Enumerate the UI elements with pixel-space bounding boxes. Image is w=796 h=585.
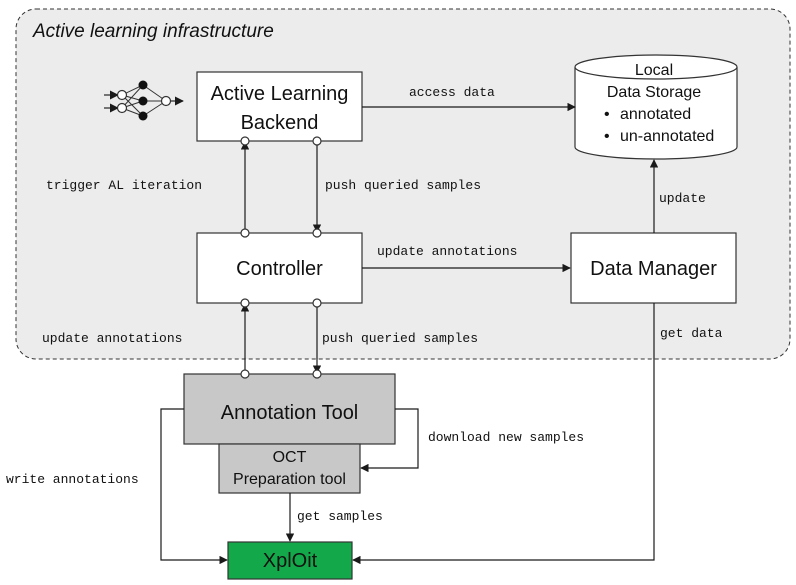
connector-ports (240, 136, 322, 379)
controller-node[interactable]: Controller (196, 232, 363, 304)
edge-label-push-queried-bottom: push queried samples (322, 331, 478, 346)
edge-label-get-data: get data (660, 326, 723, 341)
edge-get-data (352, 303, 655, 565)
controller-label: Controller (236, 258, 323, 280)
edge-label-access-data: access data (409, 85, 495, 100)
backend-label-line1: Active Learning (211, 83, 349, 105)
local-data-storage-node[interactable]: Local Data Storage • annotated • un-anno… (574, 54, 738, 160)
edge-label-trigger-al: trigger AL iteration (46, 178, 202, 193)
oct-preparation-tool-node[interactable]: OCT Preparation tool (218, 443, 361, 494)
storage-label-line2: Data Storage (607, 84, 701, 101)
backend-label-line2: Backend (241, 112, 319, 134)
edge-label-write-annotations: write annotations (6, 472, 139, 487)
edge-label-update-annotations-left: update annotations (42, 331, 182, 346)
neural-network-icon (104, 80, 184, 121)
xploit-node[interactable]: XplOit (227, 541, 353, 580)
edge-label-update-storage: update (659, 191, 706, 206)
xploit-label: XplOit (263, 550, 318, 572)
storage-bullet-1: • (604, 106, 610, 123)
active-learning-backend-node[interactable]: Active Learning Backend (196, 71, 363, 142)
oct-label-line2: Preparation tool (233, 471, 346, 488)
data-manager-label: Data Manager (590, 258, 717, 280)
annotation-tool-node[interactable]: Annotation Tool (183, 373, 396, 445)
storage-label-line1: Local (635, 62, 673, 79)
edge-label-push-queried-top: push queried samples (325, 178, 481, 193)
edge-label-update-annotations-dm: update annotations (377, 244, 517, 259)
edge-download-new (360, 408, 419, 473)
container-title: Active learning infrastructure (32, 21, 274, 42)
data-manager-node[interactable]: Data Manager (570, 232, 737, 304)
annotation-tool-label: Annotation Tool (221, 402, 359, 424)
storage-item-unannotated: un-annotated (620, 128, 714, 145)
storage-item-annotated: annotated (620, 106, 691, 123)
oct-label-line1: OCT (273, 449, 307, 466)
edge-write-annotations (160, 408, 228, 565)
edge-label-download-new: download new samples (428, 430, 584, 445)
storage-bullet-2: • (604, 128, 610, 145)
edge-label-get-samples: get samples (297, 509, 383, 524)
